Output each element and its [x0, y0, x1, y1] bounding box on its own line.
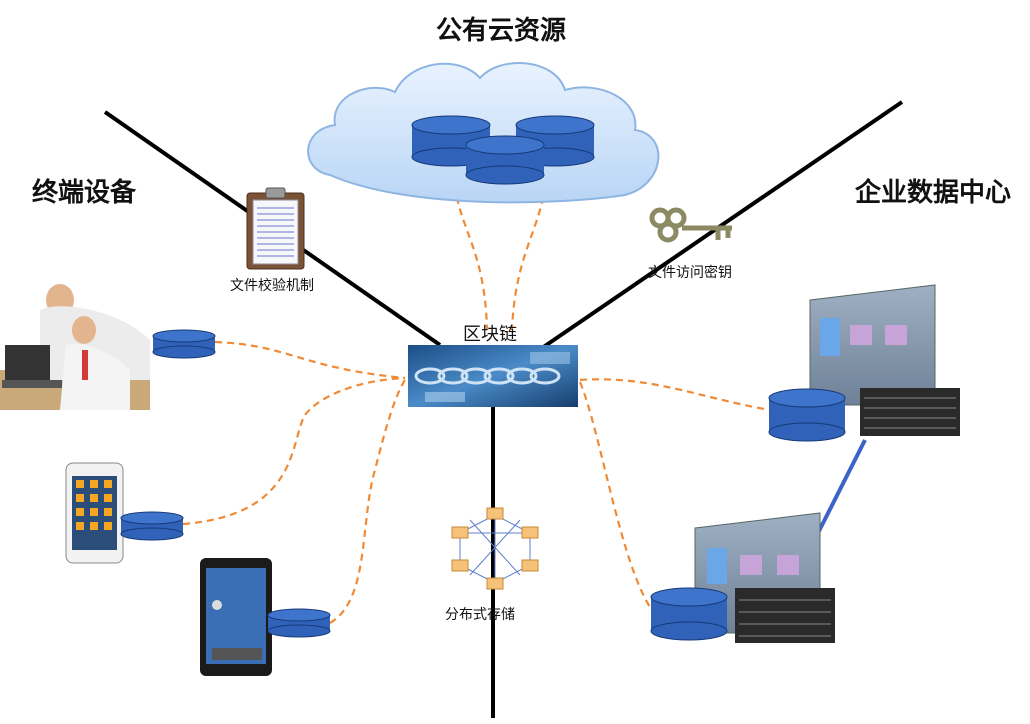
distributed-storage-label: 分布式存储 [445, 607, 515, 623]
smartphone-1-illustration [65, 462, 124, 564]
dashed-link-dc1 [579, 378, 771, 412]
terminal-db-laptop [152, 329, 216, 359]
datacenter-2-illustration [650, 512, 835, 643]
file-access-key-label: 文件访问密钥 [648, 265, 732, 281]
cloud-db-3 [465, 135, 545, 185]
datacenter-1-illustration [768, 284, 960, 442]
dashed-link-phone1 [182, 376, 406, 526]
dashed-link-phone2 [329, 379, 406, 624]
public-cloud-label: 公有云资源 [436, 16, 567, 46]
dashed-link-cloud-left [453, 184, 489, 331]
terminal-devices-label: 终端设备 [32, 178, 137, 208]
distributed-storage-icon [451, 507, 539, 590]
key-icon [649, 207, 732, 243]
backbone-line-enterprise [540, 100, 904, 350]
public-cloud [307, 62, 660, 204]
dashed-link-cloud-right [510, 184, 547, 331]
laptop-users-illustration [0, 284, 150, 410]
blockchain-label: 区块链 [463, 324, 517, 345]
clipboard-icon [246, 187, 305, 270]
dashed-link-laptop [214, 340, 406, 380]
terminal-db-phone1 [120, 511, 184, 541]
enterprise-dc-label: 企业数据中心 [855, 178, 1012, 208]
dashed-link-dc2 [578, 381, 651, 608]
terminal-db-phone2 [267, 608, 331, 638]
smartphone-2-illustration [200, 558, 272, 676]
file-verification-label: 文件校验机制 [230, 278, 314, 294]
server-link-line [816, 439, 867, 534]
blockchain-image [408, 345, 578, 407]
